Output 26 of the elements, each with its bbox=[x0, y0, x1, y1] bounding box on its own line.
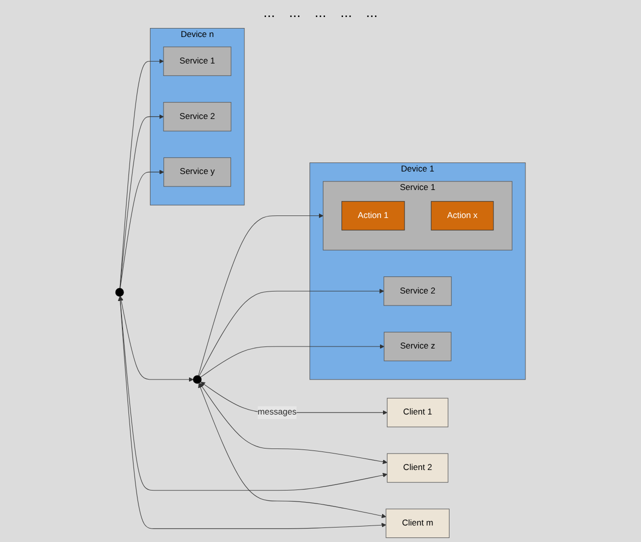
arrow bbox=[120, 58, 164, 289]
node-box: Service 2 bbox=[163, 102, 232, 132]
node-box: Service y bbox=[164, 157, 232, 187]
arrow bbox=[118, 296, 194, 382]
arrow bbox=[200, 344, 384, 378]
ellipsis-note: ... bbox=[288, 4, 301, 20]
node-circle bbox=[115, 288, 124, 297]
ellipsis-note: ... bbox=[314, 4, 326, 20]
node-circle bbox=[193, 375, 202, 384]
arrow bbox=[120, 170, 164, 289]
node-box: Action 1 bbox=[342, 201, 405, 230]
ellipsis-note: ... bbox=[340, 4, 352, 20]
node-box: Service 2 bbox=[384, 276, 452, 306]
arrow bbox=[198, 383, 386, 518]
arrow bbox=[198, 288, 384, 376]
node-box: Action x bbox=[430, 201, 494, 230]
node-box: Client 1 bbox=[386, 398, 448, 428]
node-box: Client 2 bbox=[386, 453, 448, 483]
arrow bbox=[120, 114, 164, 289]
node-box: Client m bbox=[386, 508, 450, 538]
ellipsis-note: ... bbox=[366, 4, 378, 20]
node-box: Service z bbox=[384, 332, 452, 362]
node-box: Service 1 bbox=[163, 46, 232, 76]
ellipsis-note: ... bbox=[263, 4, 275, 20]
arrow bbox=[198, 213, 324, 376]
edge-label: messages bbox=[258, 408, 296, 417]
